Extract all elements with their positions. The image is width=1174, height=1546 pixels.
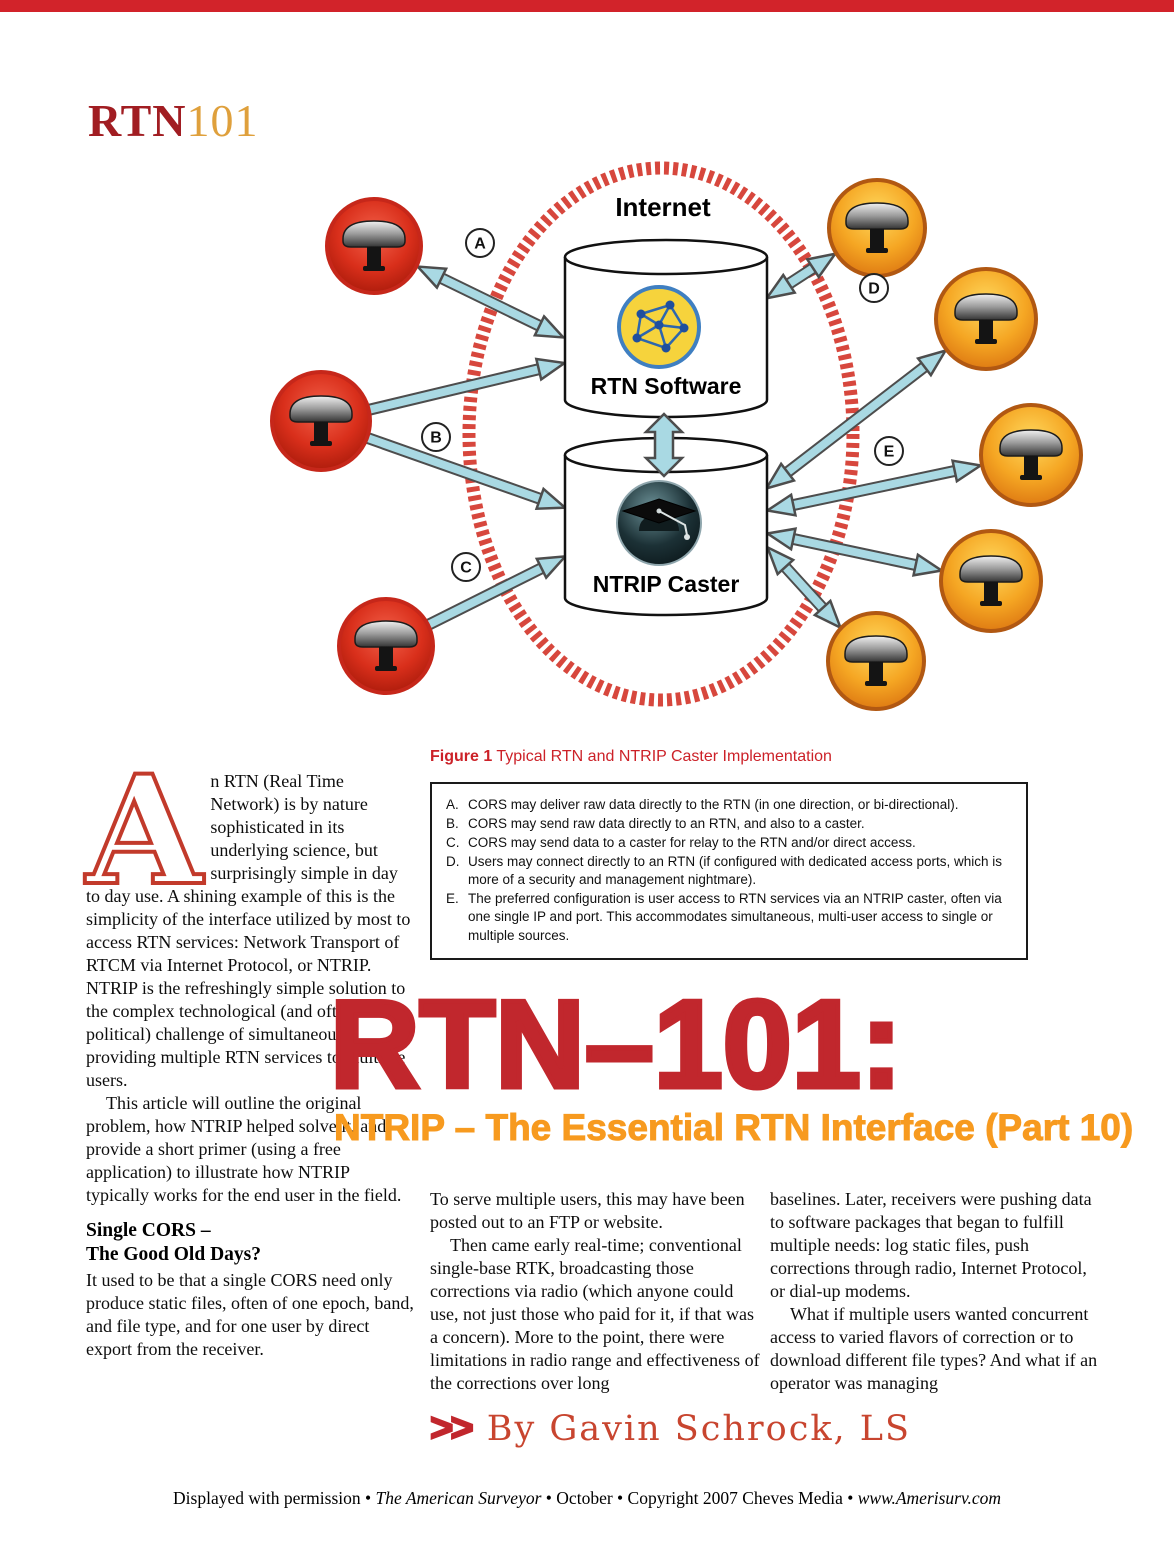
- brand-rtn: RTN: [88, 95, 187, 146]
- legend-item: C. CORS may send data to a caster for re…: [446, 834, 1012, 852]
- legend-item-key: A.: [446, 797, 459, 812]
- arrow-e3: [784, 537, 925, 567]
- legend-item: B. CORS may send raw data directly to an…: [446, 815, 1012, 833]
- arrow-a: [433, 274, 548, 330]
- arrow-e1: [780, 361, 932, 478]
- footer-website: www.Amerisurv.com: [857, 1488, 1001, 1508]
- paragraph: What if multiple users wanted concurrent…: [770, 1304, 1098, 1393]
- legend-item-text: CORS may send data to a caster for relay…: [468, 835, 916, 851]
- figure-label: Figure 1: [430, 748, 493, 765]
- article-column-middle: To serve multiple users, this may have b…: [430, 1188, 762, 1395]
- figure-caption-text: Typical RTN and NTRIP Caster Implementat…: [496, 748, 832, 765]
- svg-text:A: A: [474, 236, 486, 253]
- svg-text:D: D: [868, 281, 880, 298]
- legend-item-key: B.: [446, 816, 459, 832]
- badge-d: D: [859, 273, 889, 303]
- headline-title: RTN–101:: [328, 976, 905, 1114]
- rtn-software-cylinder: RTN Software: [563, 238, 769, 419]
- legend-item-key: D.: [446, 854, 460, 870]
- footer-magazine-name: The American Surveyor: [375, 1488, 542, 1508]
- rover-user-node: [827, 178, 927, 278]
- network-globe-icon: [617, 285, 701, 369]
- top-red-bar: [0, 0, 1174, 12]
- internet-label: Internet: [615, 192, 711, 222]
- section-heading: Single CORS – The Good Old Days?: [86, 1219, 416, 1267]
- rover-user-node: [979, 403, 1083, 507]
- legend-item-text: The preferred configuration is user acce…: [468, 891, 1002, 943]
- rtn-software-label: RTN Software: [591, 373, 742, 399]
- paragraph: This article will outline the original p…: [86, 1093, 402, 1205]
- legend-item: A. CORS may deliver raw data directly to…: [446, 796, 1012, 814]
- paragraph: It used to be that a single CORS need on…: [86, 1270, 414, 1359]
- arrow-c: [424, 564, 550, 630]
- footer-credit: Displayed with permission • The American…: [0, 1488, 1174, 1509]
- figure-caption: Figure 1 Typical RTN and NTRIP Caster Im…: [430, 748, 832, 766]
- ntrip-caster-label: NTRIP Caster: [593, 571, 740, 597]
- rover-user-node: [939, 529, 1043, 633]
- brand-101: 101: [186, 95, 259, 146]
- arrow-e2: [784, 469, 964, 507]
- arrow-rtn-caster: [642, 412, 686, 478]
- connection-arrows: [360, 263, 964, 632]
- dropcap-letter: A: [84, 743, 204, 919]
- headline-subtitle: NTRIP – The Essential RTN Interface (Par…: [333, 1107, 1134, 1148]
- rover-user-node: [934, 267, 1038, 371]
- badge-b: B: [421, 422, 451, 452]
- page-header-brand: RTN101: [88, 98, 259, 144]
- article-column-right: baselines. Later, receivers were pushing…: [770, 1188, 1102, 1395]
- graduation-cap-icon: [616, 480, 702, 566]
- badge-a: A: [465, 228, 495, 258]
- arrow-b-to-rtn: [363, 367, 548, 415]
- cors-station-node: [325, 197, 423, 295]
- figure-legend: A. CORS may deliver raw data directly to…: [430, 782, 1028, 960]
- section-heading-line: The Good Old Days?: [86, 1244, 261, 1265]
- legend-item-text: CORS may deliver raw data directly to th…: [468, 797, 959, 812]
- arrow-b-to-caster: [360, 432, 549, 502]
- byline: >> By Gavin Schrock, LS: [429, 1405, 912, 1451]
- rover-user-node: [826, 611, 926, 711]
- footer-text: Displayed with permission •: [173, 1488, 376, 1508]
- cors-station-node: [337, 597, 435, 695]
- legend-item-text: Users may connect directly to an RTN (if…: [468, 854, 1002, 888]
- byline-chevrons-icon: >>: [429, 1405, 475, 1451]
- footer-text: • October • Copyright 2007 Cheves Media …: [541, 1488, 858, 1508]
- arrow-d: [781, 263, 821, 289]
- paragraph: Then came early real-time; conventional …: [430, 1235, 760, 1393]
- svg-text:E: E: [884, 444, 895, 461]
- svg-text:C: C: [460, 560, 472, 577]
- paragraph-text: n RTN (Real Time Network) is by nature s…: [86, 771, 411, 1090]
- paragraph: To serve multiple users, this may have b…: [430, 1189, 745, 1232]
- legend-item-text: CORS may send raw data directly to an RT…: [468, 816, 865, 832]
- byline-author: By Gavin Schrock, LS: [486, 1408, 912, 1449]
- figure-diagram: RTN Software NTRIP Caster Intern: [258, 158, 1090, 746]
- svg-text:B: B: [430, 430, 442, 447]
- paragraph: baselines. Later, receivers were pushing…: [770, 1189, 1092, 1301]
- badge-e: E: [874, 436, 904, 466]
- legend-item: E. The preferred configuration is user a…: [446, 890, 1012, 944]
- legend-item-key: C.: [446, 835, 460, 851]
- cors-station-node: [270, 370, 372, 472]
- legend-item-key: E.: [446, 891, 459, 907]
- badge-c: C: [451, 552, 481, 582]
- legend-item: D. Users may connect directly to an RTN …: [446, 853, 1012, 889]
- section-heading-line: Single CORS –: [86, 1220, 211, 1241]
- arrow-e4: [779, 560, 829, 615]
